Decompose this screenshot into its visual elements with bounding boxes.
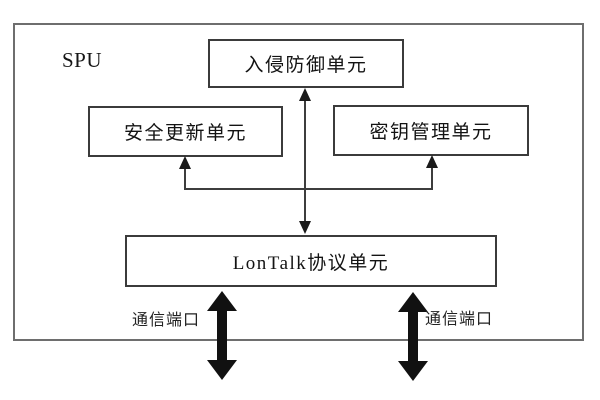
thick-arrow-left-up-head-icon [207, 291, 237, 311]
node-lontalk-protocol-unit: LonTalk协议单元 [125, 235, 497, 287]
port-label-right: 通信端口 [425, 311, 494, 328]
thick-arrow-right-shaft [408, 312, 418, 361]
arrowhead-down-to-lontalk-icon [299, 221, 311, 234]
node-security-update-unit: 安全更新单元 [88, 106, 283, 157]
thick-arrow-left-shaft [217, 311, 227, 360]
node-security-update-label: 安全更新单元 [123, 123, 247, 144]
spu-frame-label: SPU [62, 48, 103, 72]
node-lontalk-protocol-label: LonTalk协议单元 [232, 252, 390, 274]
thick-double-arrow-right-icon [398, 292, 428, 381]
connector-branch-left-stub [184, 167, 186, 189]
node-key-management-label: 密钥管理单元 [369, 122, 493, 143]
node-key-management-unit: 密钥管理单元 [333, 105, 529, 156]
connector-branch-horizontal-line [184, 188, 433, 190]
node-intrusion-prevention-label: 入侵防御单元 [244, 55, 368, 76]
thick-double-arrow-left-icon [207, 291, 237, 380]
connector-branch-right-stub [431, 166, 433, 189]
arrowhead-up-to-security-update-icon [179, 156, 191, 169]
arrowhead-up-to-intrusion-icon [299, 88, 311, 101]
connector-lontalk-intrusion-line [304, 97, 306, 224]
port-label-left: 通信端口 [132, 312, 201, 329]
thick-arrow-right-down-head-icon [398, 361, 428, 381]
arrowhead-up-to-key-management-icon [426, 155, 438, 168]
node-intrusion-prevention-unit: 入侵防御单元 [208, 39, 404, 88]
thick-arrow-right-up-head-icon [398, 292, 428, 312]
thick-arrow-left-down-head-icon [207, 360, 237, 380]
